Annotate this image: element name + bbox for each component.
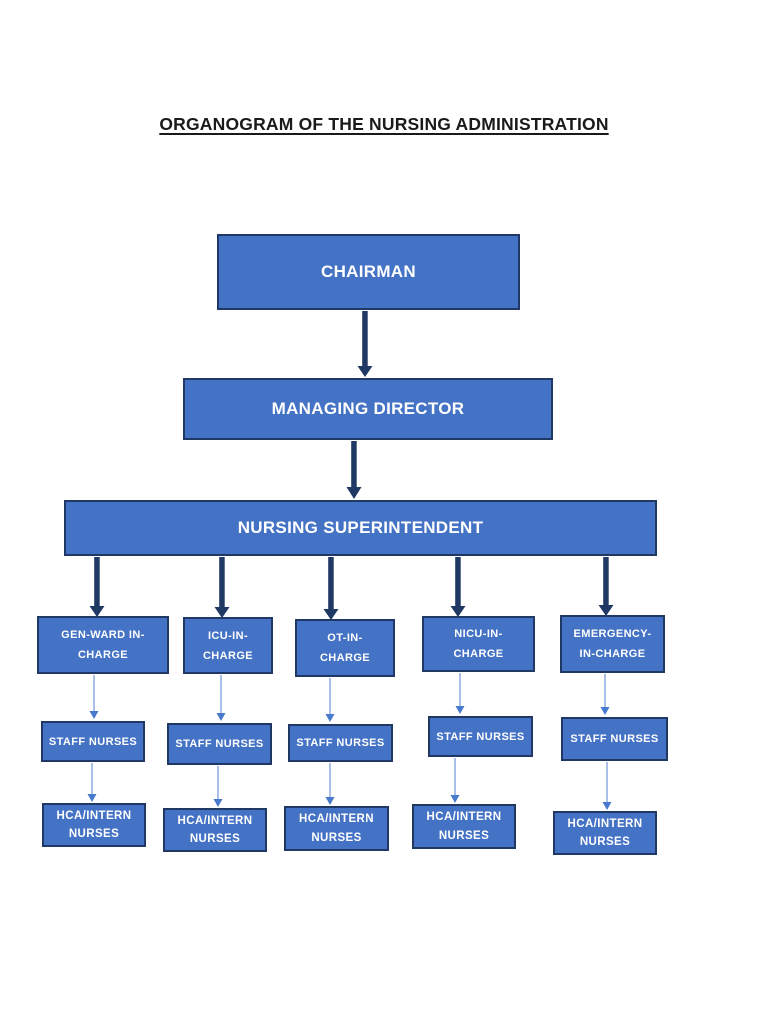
staff-nurses-label: STAFF NURSES [436, 730, 525, 743]
arrow-ot-to-staff [325, 678, 335, 722]
incharge-label-line2: IN-CHARGE [579, 648, 646, 660]
hca-intern-box-emergency: HCA/INTERN NURSES [553, 811, 657, 855]
incharge-label-line2: CHARGE [319, 652, 371, 664]
hca-intern-label-line2: NURSES [579, 836, 631, 848]
nursing-superintendent-label: NURSING SUPERINTENDENT [237, 518, 484, 537]
managing-director-label: MANAGING DIRECTOR [271, 399, 465, 418]
arrow-icu-to-staff [216, 675, 226, 721]
staff-nurses-box-ot: STAFF NURSES [288, 724, 393, 762]
incharge-box-ot: OT-IN- CHARGE [295, 619, 395, 677]
incharge-label-line1: EMERGENCY- [573, 628, 652, 640]
light-arrows-staff-to-hca [87, 758, 612, 810]
nursing-superintendent-box: NURSING SUPERINTENDENT [64, 500, 657, 556]
arrow-superintendent-to-ot [323, 557, 339, 620]
hca-intern-label-line1: HCA/INTERN [299, 813, 374, 825]
staff-nurses-box-emergency: STAFF NURSES [561, 717, 668, 761]
arrow-staff-to-hca-emergency [602, 762, 612, 810]
incharge-box-gen-ward: GEN-WARD IN- CHARGE [37, 616, 169, 674]
dark-arrows [89, 311, 614, 620]
hca-intern-label-line2: NURSES [438, 829, 490, 842]
incharge-label-line2: CHARGE [77, 649, 129, 661]
hca-intern-label-line1: HCA/INTERN [567, 817, 643, 830]
arrow-superintendent-to-emergency [598, 557, 614, 616]
incharge-label-line1: ICU-IN- [207, 629, 249, 642]
hca-intern-label-line1: HCA/INTERN [177, 814, 253, 827]
incharge-label-line1: NICU-IN- [454, 628, 503, 640]
arrow-managing-director-to-superintendent [346, 441, 362, 499]
staff-nurses-box-icu: STAFF NURSES [167, 723, 272, 765]
staff-nurses-box-nicu: STAFF NURSES [428, 716, 533, 757]
incharge-box-nicu: NICU-IN- CHARGE [422, 616, 535, 672]
chairman-box: CHAIRMAN [217, 234, 520, 310]
staff-nurses-label: STAFF NURSES [175, 738, 264, 750]
incharge-box-emergency: EMERGENCY- IN-CHARGE [560, 615, 665, 673]
arrow-staff-to-hca-gen-ward [87, 763, 97, 802]
arrow-staff-to-hca-nicu [450, 758, 460, 803]
arrow-superintendent-to-icu [214, 557, 230, 618]
managing-director-box: MANAGING DIRECTOR [183, 378, 553, 440]
incharge-box-icu: ICU-IN- CHARGE [183, 617, 273, 674]
hca-intern-box-ot: HCA/INTERN NURSES [284, 806, 389, 851]
staff-nurses-label: STAFF NURSES [48, 735, 138, 748]
arrow-staff-to-hca-ot [325, 763, 335, 805]
hca-intern-label-line1: HCA/INTERN [56, 809, 132, 822]
incharge-label-line1: GEN-WARD IN- [61, 629, 145, 641]
hca-intern-label-line1: HCA/INTERN [426, 811, 502, 823]
incharge-label-line2: CHARGE [202, 649, 254, 662]
incharge-label-line2: CHARGE [453, 648, 504, 660]
arrow-superintendent-to-nicu [450, 557, 466, 617]
incharge-label-line1: OT-IN- [327, 632, 363, 644]
hca-intern-box-gen-ward: HCA/INTERN NURSES [42, 803, 146, 847]
staff-nurses-label: STAFF NURSES [570, 733, 659, 745]
arrow-chairman-to-managing-director [357, 311, 373, 377]
chairman-label: CHAIRMAN [321, 262, 416, 281]
hca-intern-box-icu: HCA/INTERN NURSES [163, 808, 267, 852]
hca-intern-label-line2: NURSES [68, 828, 120, 840]
arrow-gen-ward-to-staff [89, 675, 99, 719]
arrow-staff-to-hca-icu [213, 766, 223, 807]
hca-intern-label-line2: NURSES [189, 833, 241, 845]
staff-nurses-box-gen-ward: STAFF NURSES [41, 721, 145, 762]
hca-intern-box-nicu: HCA/INTERN NURSES [412, 804, 516, 849]
arrow-emergency-to-staff [600, 674, 610, 715]
hca-intern-label-line2: NURSES [311, 831, 362, 844]
arrow-superintendent-to-gen-ward [89, 557, 105, 617]
page-title: ORGANOGRAM OF THE NURSING ADMINISTRATION [159, 114, 609, 134]
arrow-nicu-to-staff [455, 673, 465, 714]
light-arrows-incharge-to-staff [89, 673, 610, 722]
staff-nurses-label: STAFF NURSES [296, 737, 385, 749]
